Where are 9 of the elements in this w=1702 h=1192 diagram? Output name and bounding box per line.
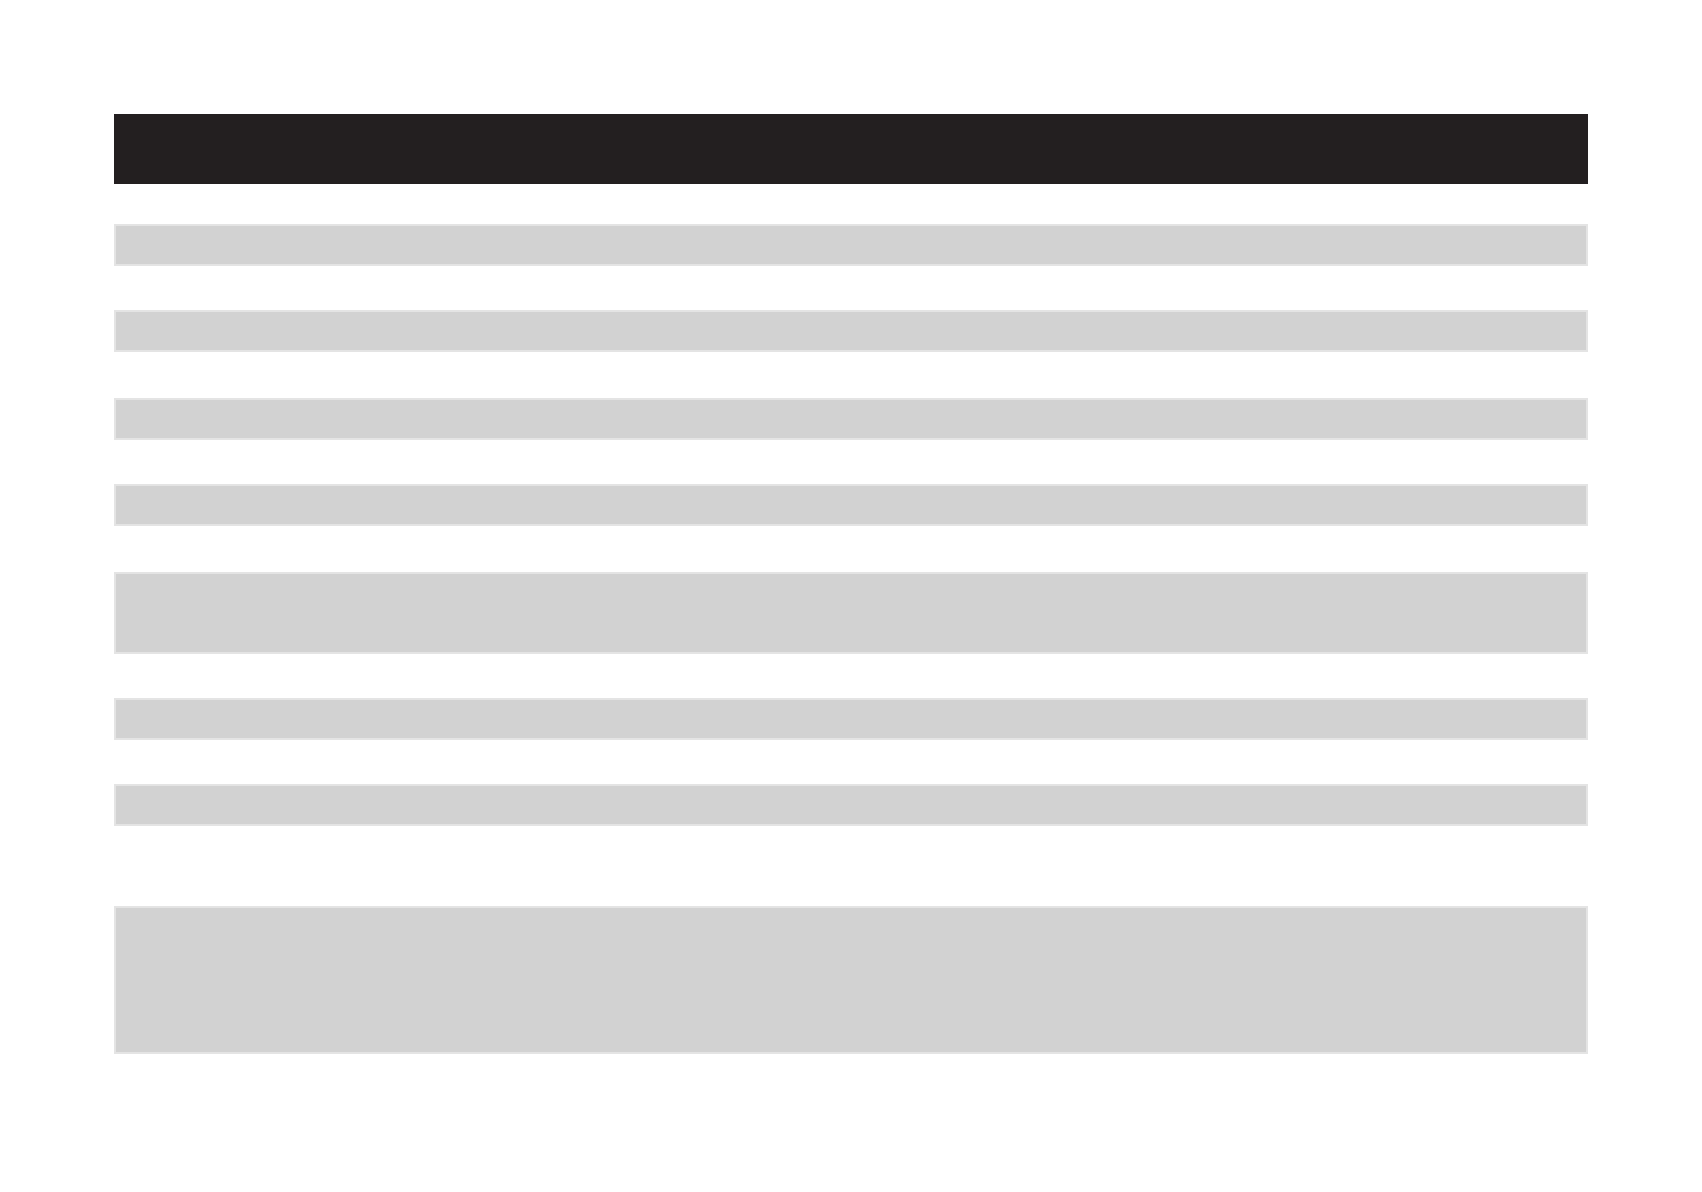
- row-band: [114, 572, 1588, 654]
- row-band: [114, 484, 1588, 526]
- row-band: [114, 310, 1588, 352]
- row-band: [114, 906, 1588, 1054]
- row-band: [114, 784, 1588, 826]
- row-band: [114, 398, 1588, 440]
- row-band: [114, 224, 1588, 266]
- row-band: [114, 698, 1588, 740]
- header-bar: [114, 114, 1588, 184]
